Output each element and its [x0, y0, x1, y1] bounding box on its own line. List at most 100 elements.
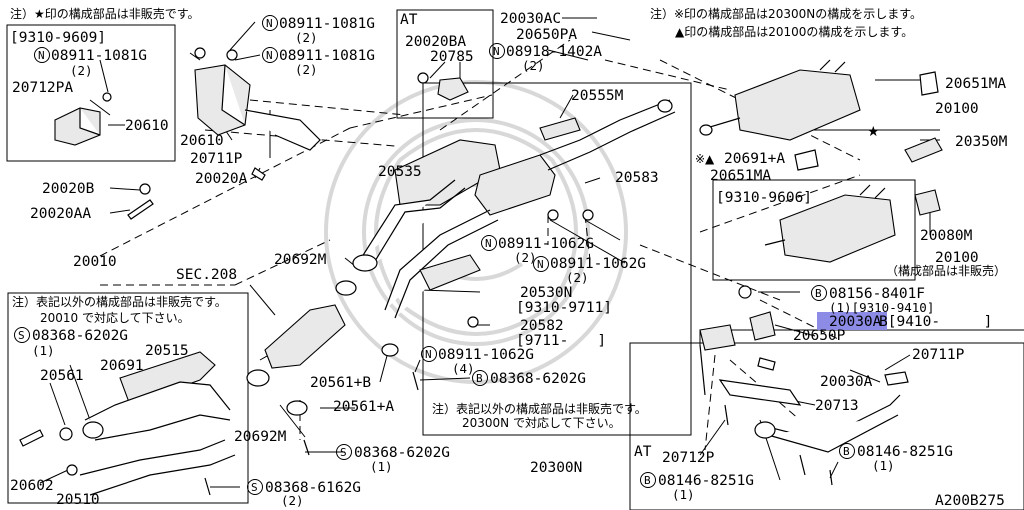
svg-text:★: ★ — [867, 124, 880, 140]
svg-text:N: N — [266, 17, 273, 30]
label-20100-a: 20100 — [935, 101, 979, 117]
label-08368-6202g-b: 08368-6202G — [490, 371, 586, 387]
highlight-20030a — [817, 312, 887, 330]
label-20610-box: 20610 — [125, 118, 169, 134]
box-9310-9609 — [6, 24, 176, 162]
box-at-top — [396, 9, 494, 119]
label-20785: 20785 — [430, 49, 474, 65]
label-20100-b: 20100 — [935, 250, 979, 266]
label-08368-6202g-c: 08368-6202G — [354, 445, 450, 461]
label-20650p: 20650P — [793, 328, 846, 344]
svg-text:N: N — [493, 45, 500, 58]
label-at-bottom: AT — [634, 444, 652, 460]
svg-text:N: N — [485, 237, 492, 250]
label-20535: 20535 — [378, 164, 422, 180]
label-20583: 20583 — [615, 170, 659, 186]
svg-text:B: B — [476, 372, 483, 385]
label-08368-6162g: 08368-6162G — [265, 480, 361, 496]
front-pipe-drawing — [335, 139, 501, 296]
label-08146-8251g-b: 08146-8251G — [658, 473, 754, 489]
label-20030a-highlight-tail: B[9410- ] — [879, 314, 992, 330]
label-20030a-highlight: 20030A — [829, 314, 882, 330]
marker-symbols: ★ ※▲ — [695, 124, 880, 166]
note-left-box-2: 20010 で対応して下さい。 — [40, 311, 190, 325]
label-20713: 20713 — [815, 398, 859, 414]
label-20691a: 20691+A — [724, 151, 785, 167]
label-20610: 20610 — [180, 133, 224, 149]
label-20692m-a: 20692M — [274, 252, 327, 268]
svg-text:S: S — [340, 446, 347, 459]
label-08911-1062g-b: 08911-1062G — [550, 256, 646, 272]
box-20010 — [7, 292, 249, 504]
svg-text:N: N — [266, 49, 273, 62]
note-center-2: 20300N で対応して下さい。 — [462, 416, 621, 430]
label-20020ba: 20020BA — [405, 34, 466, 50]
label-range-9310-9606: [9310-9606] — [716, 190, 812, 206]
sec208-converter-drawing — [204, 304, 419, 496]
label-20650pa: 20650PA — [516, 27, 577, 43]
label-08156-8401f: 08156-8401F — [829, 286, 925, 302]
label-08146-8251g-b-qty: (1) — [672, 487, 695, 502]
note-top-right-2: ▲印の構成部品は20100の構成を示します。 — [675, 24, 913, 39]
label-08911-1062g-b-qty: (2) — [566, 270, 589, 285]
muffler-20100-drawing — [699, 59, 943, 171]
label-20030ac: 20030AC — [500, 11, 561, 27]
label-08911-1062g-a: 08911-1062G — [498, 236, 594, 252]
label-20100-b-note: （構成部品は非販売） — [886, 263, 1006, 278]
label-08911-1062g-c-qty: (4) — [452, 361, 475, 376]
label-20300n: 20300N — [530, 460, 582, 476]
label-20602: 20602 — [10, 478, 54, 494]
label-08911-1081g-a: 08911-1081G — [51, 48, 147, 64]
label-sec208: SEC.208 — [176, 267, 237, 283]
muffler-9310-9606-drawing — [764, 184, 941, 263]
box-9310-9606 — [712, 179, 916, 281]
label-08156-8401f-qty: (1)[9310-9410] — [829, 300, 934, 315]
label-08911-1062g-c: 08911-1062G — [438, 347, 534, 363]
label-08911-1081g-b: 08911-1081G — [279, 16, 375, 32]
part-labels: [9310-9609] 08911-1081G (2) 20712PA 2061… — [10, 11, 1008, 509]
label-20350m: 20350M — [955, 134, 1008, 150]
label-20080m: 20080M — [920, 228, 973, 244]
manifold-20010-drawing — [19, 351, 236, 496]
label-08146-8251g-a-qty: (1) — [872, 458, 895, 473]
note-top-left: 注）★印の構成部品は非販売です。 — [10, 6, 200, 21]
label-08368-6202g-c-qty: (1) — [370, 459, 393, 474]
svg-text:B: B — [644, 474, 651, 487]
svg-text:S: S — [251, 481, 258, 494]
label-range-9310-9711: [9310-9711] — [516, 300, 612, 316]
label-08911-1081g-c-qty: (2) — [295, 62, 318, 77]
note-left-box: 注）表記以外の構成部品は非販売です。 — [12, 294, 227, 309]
svg-text:N: N — [425, 348, 432, 361]
bracket-20610-main-drawing — [127, 47, 321, 220]
label-08368-6202g-a: 08368-6202G — [32, 328, 128, 344]
center-converter-drawing — [384, 99, 676, 328]
svg-text:※▲: ※▲ — [695, 152, 715, 166]
circled-letter-glyphs: N N N N N N S N B S S B B B — [18, 17, 850, 494]
label-at-top: AT — [400, 12, 418, 28]
label-20561a: 20561+A — [333, 399, 394, 415]
svg-text:B: B — [815, 287, 822, 300]
label-08918-1402a: 08918-1402A — [506, 44, 602, 60]
box-at-bottom — [629, 342, 1024, 510]
label-08146-8251g-a: 08146-8251G — [857, 444, 953, 460]
label-20711p: 20711P — [190, 151, 243, 167]
label-08911-1081g-a-qty: (2) — [70, 63, 93, 78]
label-20651ma-b: 20651MA — [710, 168, 771, 184]
label-20020aa: 20020AA — [30, 206, 91, 222]
label-range-9310-9609: [9310-9609] — [10, 30, 106, 46]
label-08911-1081g-c: 08911-1081G — [279, 48, 375, 64]
label-08368-6162g-qty: (2) — [281, 493, 304, 508]
label-range-9711: [9711- ] — [516, 333, 606, 349]
label-diagram-code: A200B275 — [935, 493, 1005, 509]
svg-text:B: B — [843, 445, 850, 458]
label-20582: 20582 — [520, 318, 564, 334]
label-20651ma-a: 20651MA — [945, 76, 1006, 92]
label-20712p: 20712P — [662, 450, 715, 466]
label-20010: 20010 — [73, 254, 117, 270]
label-20510: 20510 — [56, 492, 100, 508]
label-20030a: 20030A — [820, 374, 873, 390]
label-20712pa: 20712PA — [12, 80, 73, 96]
label-08918-1402a-qty: (2) — [522, 58, 545, 73]
note-top-right-1: 注）※印の構成部品は20300Nの構成を示します。 — [650, 6, 922, 21]
label-20515: 20515 — [145, 343, 189, 359]
